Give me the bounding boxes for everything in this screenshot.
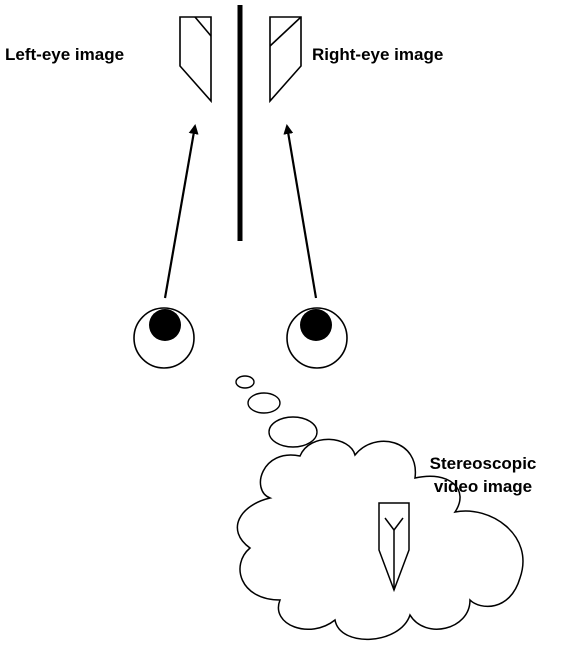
left-eye: [134, 308, 194, 368]
stereoscopic-video-image-label: Stereoscopic video image: [398, 452, 567, 498]
stereoscopic-label-line2: video image: [398, 475, 567, 498]
stereoscopic-label-line1: Stereoscopic: [398, 452, 567, 475]
left-eye-image-shape: [180, 17, 211, 101]
right-eye-image-shape: [270, 17, 301, 101]
right-gaze-arrow: [287, 126, 316, 298]
left-eye-image-label: Left-eye image: [5, 46, 124, 63]
left-gaze-arrow: [165, 126, 195, 298]
right-eye-image-label: Right-eye image: [312, 46, 443, 63]
thought-bubbles: [236, 376, 317, 447]
right-eye: [287, 308, 347, 368]
